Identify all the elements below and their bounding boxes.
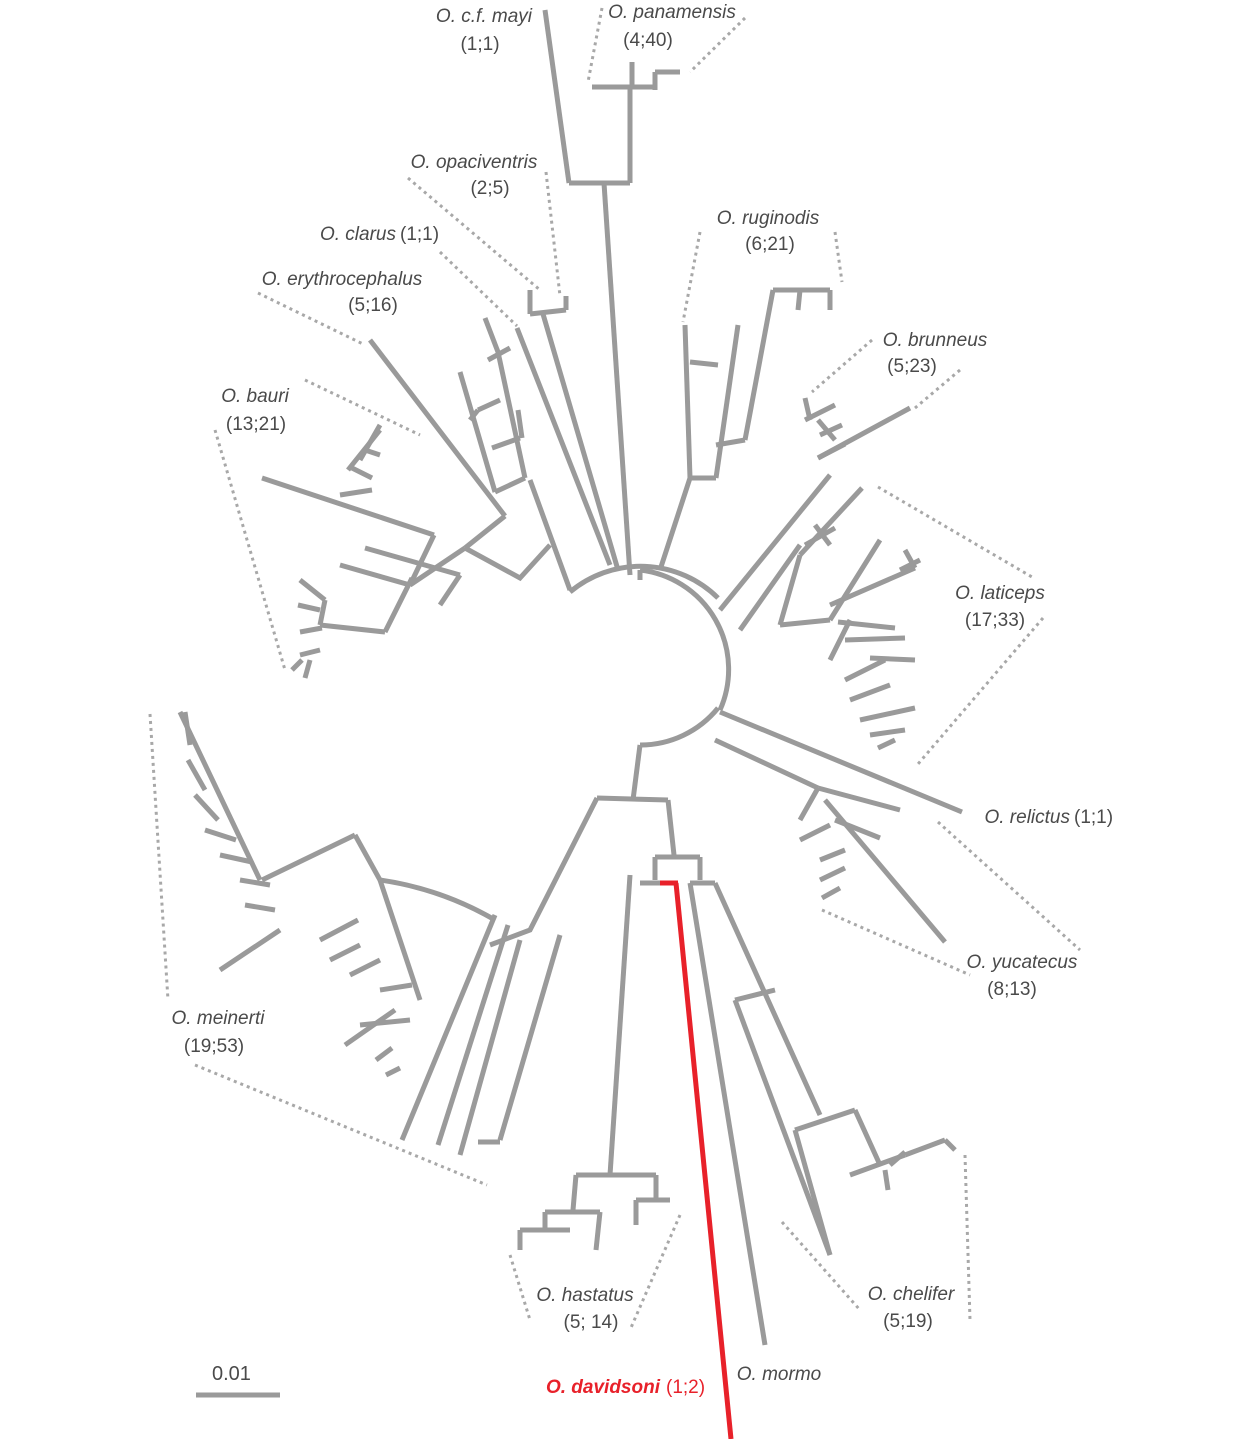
taxon-labels: O. c.f. mayi (1;1) O. panamensis (4;40) … <box>172 2 1114 1398</box>
scale-bar: 0.01 <box>196 1363 280 1398</box>
label-davidsoni-count: (1;2) <box>666 1377 705 1398</box>
label-laticeps-count: (17;33) <box>965 610 1025 631</box>
clade-opaciventris <box>527 290 621 571</box>
clade-bauri <box>261 423 467 679</box>
clade-brackets <box>148 7 1082 1331</box>
clade-clarus <box>514 327 613 591</box>
label-davidsoni-name: O. davidsoni <box>546 1377 661 1398</box>
label-chelifer-count: (5;19) <box>883 1311 933 1332</box>
label-laticeps-name: O. laticeps <box>955 583 1045 604</box>
label-opaciventris-name: O. opaciventris <box>411 152 538 173</box>
label-hastatus-count: (5; 14) <box>564 1312 619 1333</box>
label-bauri-count: (13;21) <box>226 414 286 435</box>
label-clarus-name: O. clarus <box>320 224 397 245</box>
label-ruginodis-count: (6;21) <box>745 234 795 255</box>
label-clarus-count: (1;1) <box>400 224 439 245</box>
label-mayi-name: O. c.f. mayi <box>436 6 533 27</box>
clade-ruginodis <box>657 287 833 571</box>
label-yucatecus-count: (8;13) <box>987 979 1037 1000</box>
label-opaciventris-count: (2;5) <box>470 178 509 199</box>
clade-davidsoni-mormo-chelifer <box>640 799 957 1439</box>
label-chelifer-name: O. chelifer <box>868 1284 955 1305</box>
label-yucatecus-name: O. yucatecus <box>967 952 1078 973</box>
clade-hastatus <box>517 874 670 1251</box>
label-relictus-name: O. relictus <box>984 807 1070 828</box>
scale-bar-label: 0.01 <box>212 1363 251 1385</box>
label-meinerti-count: (19;53) <box>184 1036 244 1057</box>
label-erythrocephalus-count: (5;16) <box>348 295 398 316</box>
label-panamensis-name: O. panamensis <box>608 2 736 23</box>
clade-meinerti <box>177 710 600 1156</box>
clade-brunneus-laticeps <box>718 397 922 751</box>
label-brunneus-name: O. brunneus <box>883 330 988 351</box>
label-hastatus-name: O. hastatus <box>536 1285 634 1306</box>
label-meinerti-name: O. meinerti <box>172 1008 266 1029</box>
label-brunneus-count: (5;23) <box>887 356 937 377</box>
label-panamensis-count: (4;40) <box>623 30 673 51</box>
label-mormo-name: O. mormo <box>737 1364 821 1385</box>
label-erythrocephalus-name: O. erythrocephalus <box>262 269 423 290</box>
clade-erythrocephalus <box>368 317 552 582</box>
tree-backbone <box>568 563 732 803</box>
label-mayi-count: (1;1) <box>460 34 499 55</box>
clade-relictus-yucatecus <box>713 709 963 944</box>
label-relictus-count: (1;1) <box>1074 807 1113 828</box>
clade-mayi-panamensis <box>542 9 680 576</box>
label-bauri-name: O. bauri <box>221 386 289 407</box>
label-ruginodis-name: O. ruginodis <box>717 208 820 229</box>
